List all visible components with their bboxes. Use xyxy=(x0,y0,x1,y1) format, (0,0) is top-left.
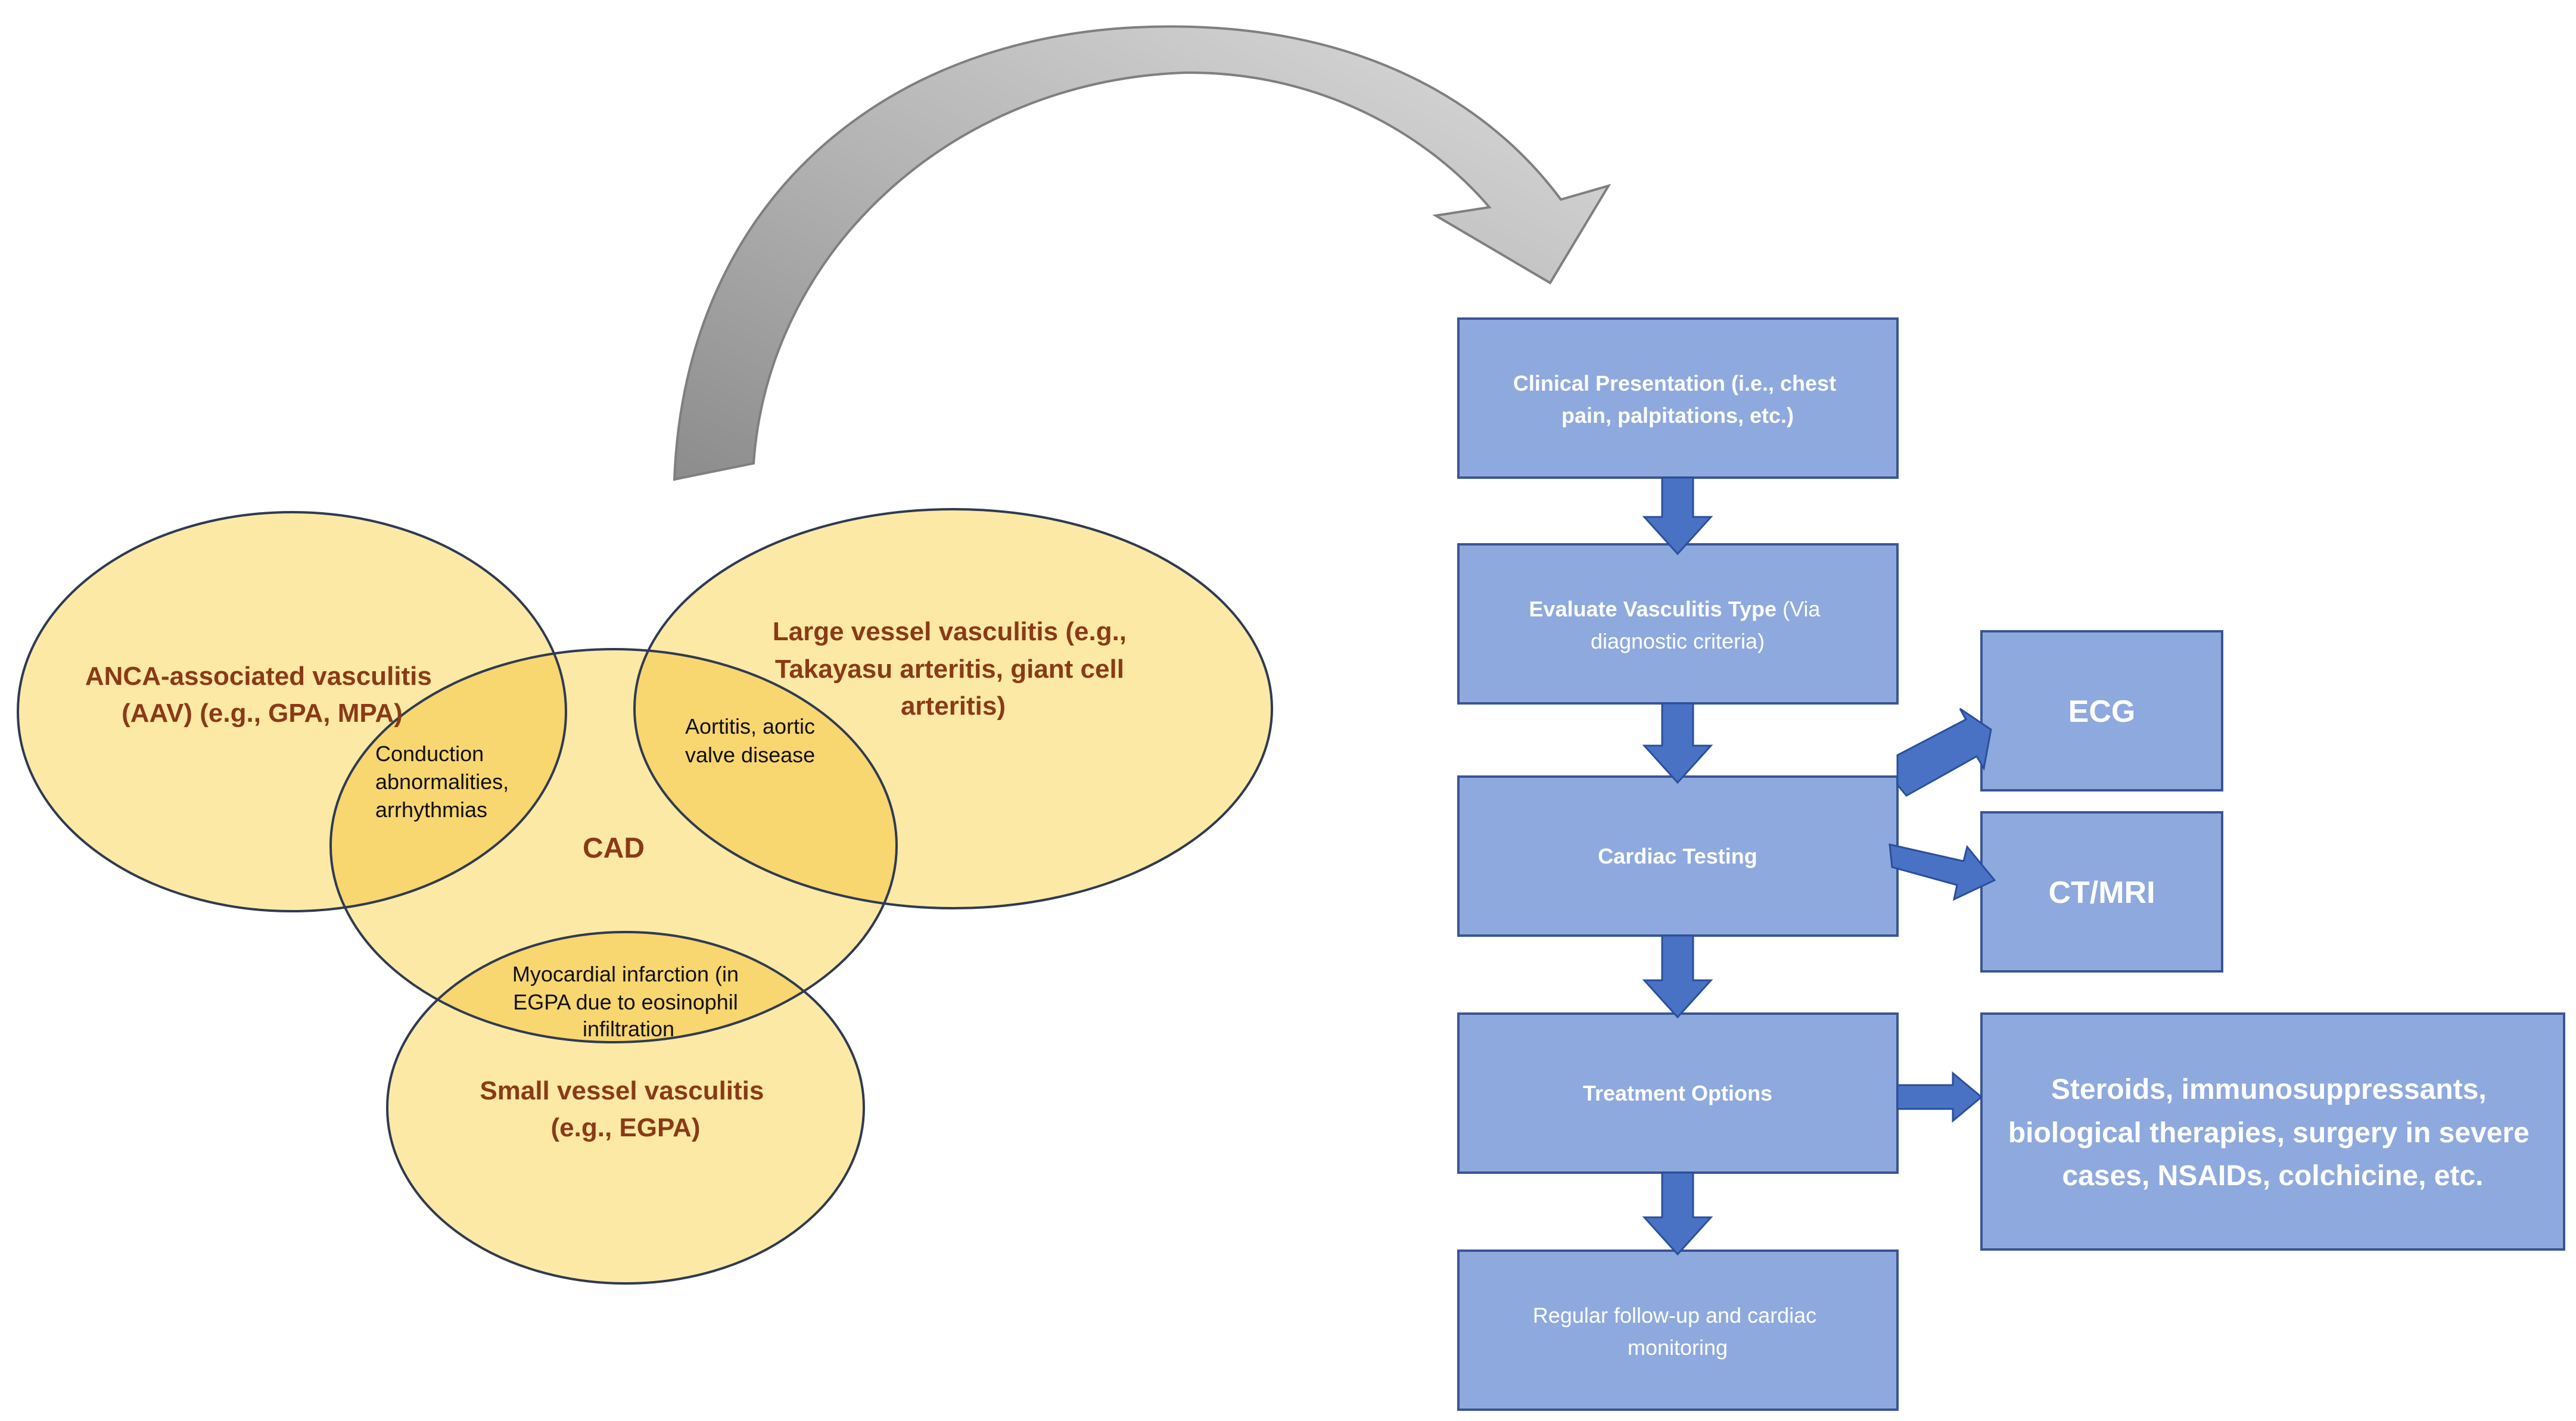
follow-up-label: Regular follow-up and cardiac monitoring xyxy=(1533,1303,1822,1360)
cad-label: CAD xyxy=(583,833,645,864)
overlap-conduction-label: Conduction abnormalities, arrhythmias xyxy=(375,741,515,822)
large-vessel-label: Large vessel vasculitis (e.g., Takayasu … xyxy=(773,617,1134,721)
box-ct-mri xyxy=(1980,811,2223,973)
down-arrow-1 xyxy=(1642,476,1713,556)
arrow-to-ecg xyxy=(1896,708,1992,797)
box-therapies xyxy=(1980,1012,2565,1251)
anca-label: ANCA-associated vasculitis (AAV) (e.g., … xyxy=(85,662,439,728)
arrow-to-therapies xyxy=(1896,1071,1983,1123)
overlap-aortitis-region xyxy=(634,649,897,908)
arrow-to-ct-mri xyxy=(1889,843,1996,901)
ct-mri-label: CT/MRI xyxy=(2048,875,2155,910)
box-ecg xyxy=(1980,630,2223,791)
cardiac-testing-label: Cardiac Testing xyxy=(1598,844,1757,868)
box-clinical-presentation xyxy=(1457,317,1899,479)
small-vessel-label: Small vessel vasculitis (e.g., EGPA) xyxy=(480,1076,771,1142)
overlap-mi-label: Myocardial infarction (in EGPA due to eo… xyxy=(512,962,745,1041)
down-arrow-3 xyxy=(1642,934,1713,1019)
down-arrow-2 xyxy=(1642,702,1713,784)
box-follow-up xyxy=(1457,1249,1899,1411)
overlap-aortitis-label: Aortitis, aortic valve disease xyxy=(685,714,821,767)
ecg-label: ECG xyxy=(2068,694,2136,729)
curved-arrow xyxy=(673,25,1611,481)
box-evaluate-vasculitis xyxy=(1457,543,1899,705)
down-arrow-4 xyxy=(1642,1171,1713,1256)
evaluate-vasculitis-label: Evaluate Vasculitis Type (Via diagnostic… xyxy=(1529,597,1827,653)
therapies-label: Steroids, immunosuppressants, biological… xyxy=(2008,1074,2537,1192)
overlap-conduction-region xyxy=(331,649,566,911)
treatment-options-label: Treatment Options xyxy=(1583,1081,1772,1105)
box-cardiac-testing xyxy=(1457,775,1899,937)
clinical-presentation-label: Clinical Presentation (i.e., chest pain,… xyxy=(1513,371,1842,428)
